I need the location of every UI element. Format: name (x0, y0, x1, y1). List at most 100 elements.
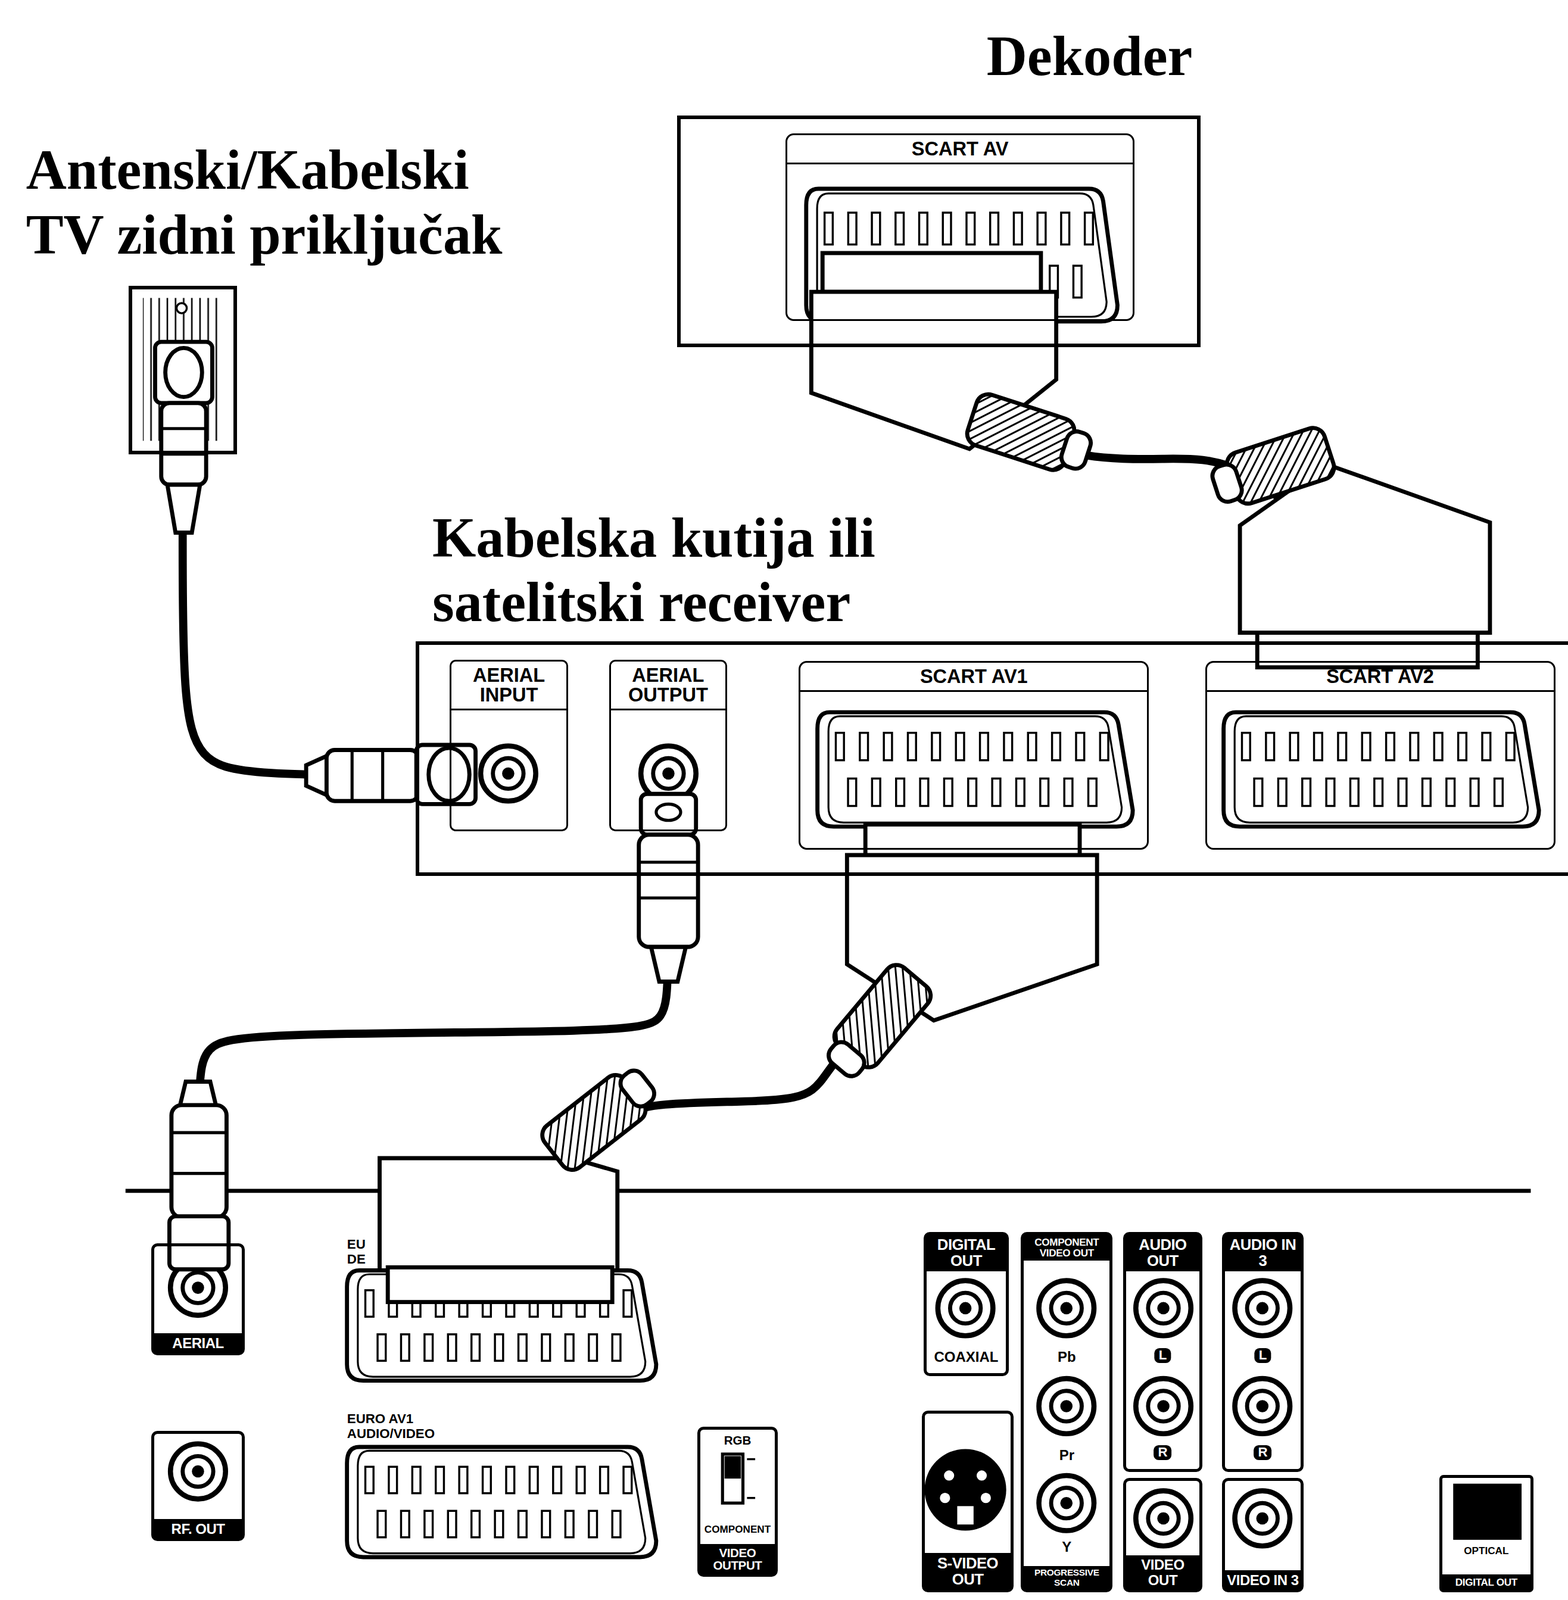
cable (182, 454, 450, 776)
scart-pin (908, 733, 917, 761)
port-label: VIDEO OUT (1126, 1555, 1200, 1590)
rca-jack-ring (949, 1292, 981, 1324)
scart-socket-rim (357, 1450, 646, 1554)
scart-pin (942, 212, 952, 245)
scart-pin (1088, 778, 1097, 806)
port-label: AUDIO OUT (1126, 1235, 1200, 1272)
scart-pin (1386, 733, 1395, 761)
rca-jack-pin (191, 1281, 205, 1295)
scart-pin (919, 212, 928, 245)
scart-pin (1494, 778, 1504, 806)
rca-jack (1235, 1280, 1291, 1337)
rca-jack-ring (1247, 1292, 1278, 1324)
scart-plug-cap (824, 1037, 869, 1081)
port-label: L (1254, 1348, 1271, 1364)
rca-jack (1038, 1378, 1094, 1435)
scart-pin (1350, 778, 1359, 806)
rca-jack-ring (182, 1456, 214, 1487)
scart-pin (576, 1466, 585, 1493)
port-label: Pb (1023, 1349, 1110, 1365)
rca-jack-ring (1051, 1292, 1082, 1324)
rca-jack-pin (1157, 1302, 1170, 1315)
scart-pin (365, 1466, 374, 1493)
port-label: RGB (700, 1434, 775, 1448)
scart-pin (883, 733, 893, 761)
rca-jack (170, 1444, 226, 1500)
coax-plug-tail (650, 946, 686, 982)
scart-pin (1076, 733, 1085, 761)
scart-pin (494, 1334, 504, 1361)
component-panel: RGBCOMPONENTVIDEO OUTPUT (697, 1426, 778, 1577)
scart-pin (612, 1510, 621, 1538)
scart-pin (447, 1334, 457, 1361)
component-panel: VIDEO OUT (1123, 1478, 1203, 1593)
scart-pin (1052, 733, 1061, 761)
scart-pin (612, 1334, 621, 1361)
coax-plug-nut (416, 744, 476, 804)
scart-plug-cap (1209, 462, 1245, 505)
switch-mark (746, 1458, 756, 1461)
component-panel: S-VIDEO OUT (921, 1410, 1014, 1593)
scart-pin (424, 1510, 433, 1538)
scart-pin (623, 1466, 632, 1493)
component-panel: SCART AV1 (798, 661, 1149, 850)
scart-pin (471, 1334, 480, 1361)
scart-pin (400, 1334, 410, 1361)
scart-pin (377, 1334, 386, 1361)
scart-pin (1061, 212, 1070, 245)
scart-pin (1470, 778, 1479, 806)
port-label: SCART AV (787, 135, 1133, 165)
s-video-key (956, 1506, 974, 1525)
rca-jack-ring (1247, 1503, 1278, 1534)
switch-mark (746, 1497, 756, 1499)
scart-pin (623, 1290, 632, 1317)
wall-plate-screw (176, 303, 187, 314)
rca-jack-pin (1060, 1302, 1073, 1315)
scart-pin (565, 1334, 574, 1361)
device-heading: Antenski/Kabelski TV zidni priključak (26, 137, 537, 267)
scart-pin (553, 1466, 562, 1493)
coax-plug-groove (381, 750, 385, 802)
port-label: OPTICAL (1442, 1545, 1531, 1557)
scart-pin (1410, 733, 1419, 761)
rca-jack (1135, 1491, 1192, 1547)
port-label: R (1254, 1445, 1273, 1461)
rca-jack-ring (182, 1272, 214, 1303)
scart-pin (424, 1334, 433, 1361)
scart-pin (388, 1466, 398, 1493)
component-panel: EURO AV1 AUDIO/VIDEO (347, 1447, 657, 1558)
scart-pin (848, 778, 857, 806)
rca-jack-pin (1256, 1512, 1270, 1526)
scart-plug-cap (1058, 428, 1094, 472)
scart-pin (1064, 778, 1073, 806)
scart-plug-grip (964, 391, 1096, 480)
scart-pin (980, 733, 989, 761)
port-label: R (1154, 1445, 1172, 1461)
rca-jack-pin (1256, 1400, 1270, 1413)
coax-plug-groove (171, 1131, 227, 1135)
device-heading: EURO AV1 AUDIO/VIDEO (347, 1411, 480, 1442)
device-heading: Dekoder (986, 23, 1273, 89)
scart-pin (459, 1466, 468, 1493)
scart-pin (600, 1466, 609, 1493)
coax-plug-groove (638, 860, 698, 864)
scart-pin (1242, 733, 1251, 761)
optical-port (1454, 1484, 1521, 1539)
scart-pin (1040, 778, 1049, 806)
device-heading: EU DE (347, 1237, 376, 1267)
rca-jack-ring (1051, 1487, 1082, 1518)
coax-plug-ring (428, 747, 470, 801)
scart-socket-rim (828, 716, 1122, 823)
coax-plug-ring (656, 803, 681, 821)
scart-plug-body (379, 1158, 617, 1271)
coax-plug-ring (165, 347, 203, 397)
rca-jack-pin (502, 767, 515, 781)
rca-jack (1235, 1491, 1291, 1547)
component-panel: AUDIO OUTLR (1123, 1232, 1203, 1473)
scart-pin (447, 1510, 457, 1538)
rca-jack-ring (653, 758, 684, 789)
scart-pin (435, 1466, 445, 1493)
scart-plug-latch (387, 1267, 613, 1302)
scart-pin (1446, 778, 1455, 806)
